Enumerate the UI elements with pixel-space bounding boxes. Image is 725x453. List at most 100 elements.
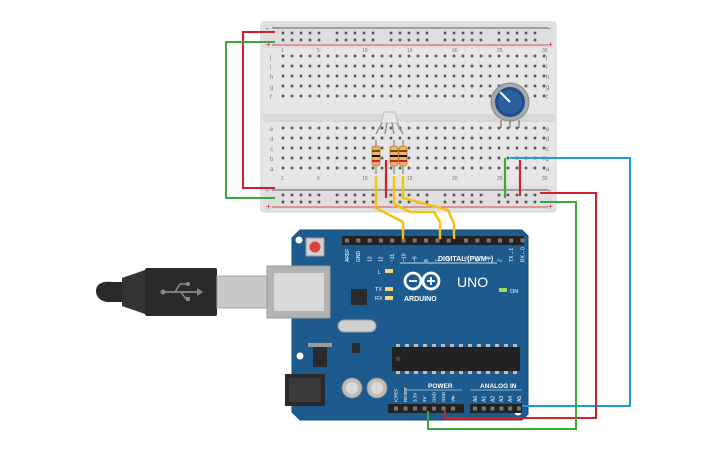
breadboard-hole[interactable] (443, 94, 447, 98)
breadboard-hole[interactable] (497, 166, 501, 170)
breadboard-hole[interactable] (461, 54, 465, 58)
breadboard-hole[interactable] (434, 64, 438, 68)
breadboard-hole[interactable] (488, 136, 492, 140)
breadboard-hole[interactable] (443, 126, 447, 130)
breadboard-hole[interactable] (461, 136, 465, 140)
rail-hole[interactable] (470, 38, 474, 42)
digital-pin-hole[interactable] (356, 238, 361, 243)
breadboard-hole[interactable] (461, 94, 465, 98)
rail-hole[interactable] (443, 38, 447, 42)
rail-hole[interactable] (515, 31, 519, 35)
rail-hole[interactable] (335, 193, 339, 197)
green-ground-wire[interactable] (427, 201, 577, 430)
breadboard-hole[interactable] (380, 126, 384, 130)
breadboard-hole[interactable] (371, 74, 375, 78)
breadboard-hole[interactable] (326, 64, 330, 68)
breadboard-hole[interactable] (470, 146, 474, 150)
breadboard-hole[interactable] (425, 146, 429, 150)
breadboard-hole[interactable] (308, 54, 312, 58)
rail-hole[interactable] (425, 31, 429, 35)
rail-hole[interactable] (470, 31, 474, 35)
rail-hole[interactable] (407, 31, 411, 35)
breadboard-hole[interactable] (335, 166, 339, 170)
breadboard-hole[interactable] (524, 146, 528, 150)
breadboard-hole[interactable] (452, 64, 456, 68)
breadboard-hole[interactable] (344, 156, 348, 160)
rail-hole[interactable] (299, 31, 303, 35)
breadboard-hole[interactable] (524, 74, 528, 78)
breadboard-hole[interactable] (506, 74, 510, 78)
rail-hole[interactable] (443, 200, 447, 204)
breadboard-hole[interactable] (299, 74, 303, 78)
breadboard-hole[interactable] (452, 156, 456, 160)
rail-hole[interactable] (335, 31, 339, 35)
rail-hole[interactable] (398, 193, 402, 197)
breadboard-hole[interactable] (389, 74, 393, 78)
breadboard-hole[interactable] (452, 126, 456, 130)
rail-hole[interactable] (317, 200, 321, 204)
breadboard-hole[interactable] (389, 126, 393, 130)
breadboard-hole[interactable] (344, 84, 348, 88)
breadboard-hole[interactable] (533, 54, 537, 58)
breadboard-hole[interactable] (479, 94, 483, 98)
rail-hole[interactable] (389, 193, 393, 197)
breadboard-hole[interactable] (542, 54, 546, 58)
breadboard-hole[interactable] (443, 74, 447, 78)
breadboard-hole[interactable] (533, 94, 537, 98)
breadboard-hole[interactable] (452, 146, 456, 150)
rail-hole[interactable] (290, 200, 294, 204)
breadboard-hole[interactable] (371, 64, 375, 68)
breadboard-hole[interactable] (452, 166, 456, 170)
rail-hole[interactable] (281, 193, 285, 197)
rail-hole[interactable] (353, 193, 357, 197)
power-pin-hole[interactable] (403, 406, 408, 411)
rail-hole[interactable] (515, 38, 519, 42)
breadboard-hole[interactable] (479, 84, 483, 88)
rail-hole[interactable] (533, 38, 537, 42)
digital-pin-hole[interactable] (475, 238, 480, 243)
digital-pin-hole[interactable] (520, 238, 525, 243)
breadboard-hole[interactable] (389, 84, 393, 88)
rail-hole[interactable] (362, 31, 366, 35)
rail-hole[interactable] (533, 193, 537, 197)
breadboard-hole[interactable] (335, 74, 339, 78)
breadboard-hole[interactable] (344, 126, 348, 130)
breadboard-hole[interactable] (326, 166, 330, 170)
breadboard-hole[interactable] (299, 94, 303, 98)
rail-hole[interactable] (461, 31, 465, 35)
breadboard-hole[interactable] (281, 166, 285, 170)
breadboard-hole[interactable] (425, 136, 429, 140)
rail-hole[interactable] (533, 31, 537, 35)
breadboard-hole[interactable] (425, 84, 429, 88)
breadboard-hole[interactable] (344, 74, 348, 78)
breadboard-hole[interactable] (335, 146, 339, 150)
left-red-jumper[interactable] (242, 31, 275, 189)
rail-hole[interactable] (353, 31, 357, 35)
power-pin-hole[interactable] (432, 406, 436, 411)
breadboard-hole[interactable] (326, 94, 330, 98)
breadboard-hole[interactable] (497, 54, 501, 58)
breadboard-hole[interactable] (443, 156, 447, 160)
breadboard-hole[interactable] (434, 84, 438, 88)
analog-pin-hole[interactable] (499, 406, 504, 411)
rail-hole[interactable] (308, 31, 312, 35)
breadboard-hole[interactable] (506, 54, 510, 58)
breadboard-hole[interactable] (542, 146, 546, 150)
breadboard-hole[interactable] (524, 136, 528, 140)
red-power-wire[interactable] (444, 192, 597, 419)
rail-hole[interactable] (524, 200, 528, 204)
breadboard-hole[interactable] (353, 126, 357, 130)
breadboard-hole[interactable] (470, 54, 474, 58)
breadboard-hole[interactable] (299, 156, 303, 160)
breadboard-hole[interactable] (353, 54, 357, 58)
breadboard-hole[interactable] (416, 126, 420, 130)
breadboard-hole[interactable] (353, 136, 357, 140)
breadboard-hole[interactable] (488, 64, 492, 68)
breadboard-hole[interactable] (542, 74, 546, 78)
digital-pin-hole[interactable] (412, 238, 417, 243)
rgb-led[interactable] (375, 111, 404, 135)
breadboard-hole[interactable] (524, 54, 528, 58)
breadboard-hole[interactable] (371, 54, 375, 58)
breadboard-hole[interactable] (380, 84, 384, 88)
